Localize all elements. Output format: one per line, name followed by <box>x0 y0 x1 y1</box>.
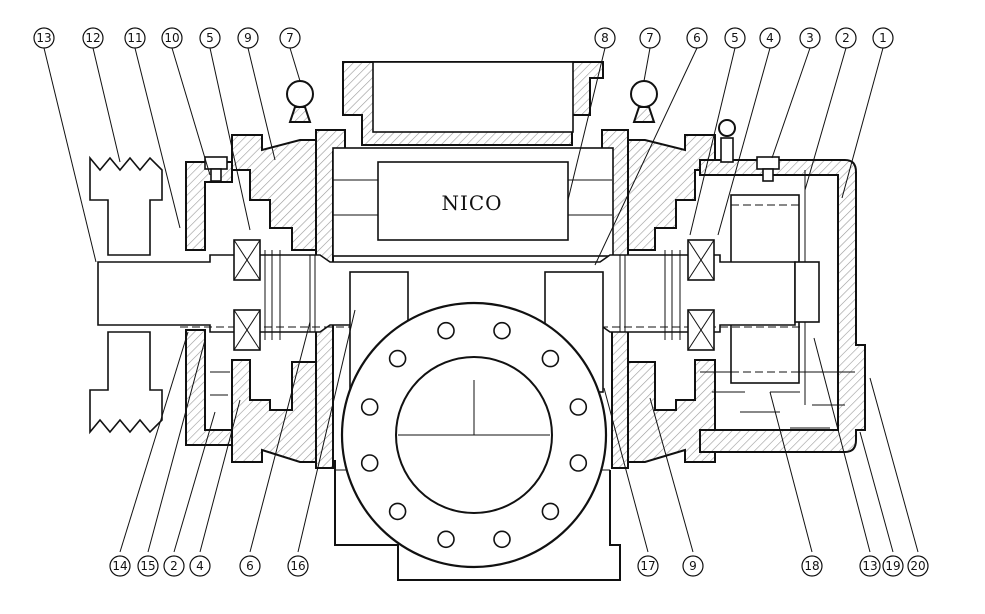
oil-plug-left <box>204 156 228 182</box>
svg-text:8: 8 <box>601 31 609 45</box>
bolt-hole <box>437 530 455 549</box>
callout-17-bottom: 17 <box>637 555 659 577</box>
callout-18-bottom: 18 <box>801 555 823 577</box>
leader-lines <box>43 47 919 553</box>
svg-text:17: 17 <box>640 559 655 573</box>
eye-bolt-small <box>718 119 736 163</box>
callouts-bottom: 14 15 2 4 6 16 17 9 18 13 19 20 <box>109 555 929 577</box>
outlet-flange <box>340 301 608 569</box>
svg-text:15: 15 <box>140 559 155 573</box>
svg-text:20: 20 <box>910 559 925 573</box>
callout-15-bottom: 15 <box>137 555 159 577</box>
brand-label: NICO <box>441 191 502 215</box>
callout-6-bottom: 6 <box>239 555 261 577</box>
left-end-cover <box>185 134 317 463</box>
bolt-hole <box>437 321 455 340</box>
callout-3-top: 3 <box>799 27 821 49</box>
bolt-hole <box>493 321 511 340</box>
svg-text:18: 18 <box>804 559 819 573</box>
svg-text:2: 2 <box>842 31 850 45</box>
svg-text:6: 6 <box>246 559 254 573</box>
right-end-cover <box>627 134 866 463</box>
callout-19-bottom: 19 <box>882 555 904 577</box>
svg-text:10: 10 <box>164 31 179 45</box>
callout-20-bottom: 20 <box>907 555 929 577</box>
svg-text:12: 12 <box>85 31 100 45</box>
callout-6-top: 6 <box>686 27 708 49</box>
svg-text:2: 2 <box>170 559 178 573</box>
svg-text:13: 13 <box>36 31 51 45</box>
bolt-hole <box>569 398 588 416</box>
callout-7-top-left: 7 <box>279 27 301 49</box>
callout-5-top-left: 5 <box>199 27 221 49</box>
callout-11-top: 11 <box>124 27 146 49</box>
eye-bolt-left <box>286 80 314 123</box>
svg-text:4: 4 <box>766 31 774 45</box>
svg-text:7: 7 <box>646 31 654 45</box>
callout-2-top: 2 <box>835 27 857 49</box>
callout-4-top: 4 <box>759 27 781 49</box>
oil-plug-right <box>756 156 780 182</box>
callout-16-bottom: 16 <box>287 555 309 577</box>
svg-text:5: 5 <box>206 31 214 45</box>
svg-text:9: 9 <box>689 559 697 573</box>
callout-5-top-right: 5 <box>724 27 746 49</box>
svg-text:19: 19 <box>885 559 900 573</box>
eye-bolt-right <box>630 80 658 123</box>
svg-text:5: 5 <box>731 31 739 45</box>
callout-10-top: 10 <box>161 27 183 49</box>
bolt-hole <box>541 349 560 368</box>
callout-12-top: 12 <box>82 27 104 49</box>
svg-text:11: 11 <box>127 31 142 45</box>
svg-text:14: 14 <box>112 559 127 573</box>
callout-4-bottom: 4 <box>189 555 211 577</box>
bolt-hole <box>388 502 407 521</box>
bolt-hole <box>569 454 588 472</box>
svg-text:9: 9 <box>244 31 252 45</box>
bolt-hole <box>360 454 379 472</box>
callout-13-bottom: 13 <box>859 555 881 577</box>
svg-text:7: 7 <box>286 31 294 45</box>
bolt-hole <box>360 398 379 416</box>
callout-1-top: 1 <box>872 27 894 49</box>
svg-text:3: 3 <box>806 31 814 45</box>
svg-text:6: 6 <box>693 31 701 45</box>
svg-text:1: 1 <box>879 31 887 45</box>
svg-text:13: 13 <box>862 559 877 573</box>
bearings-and-seals <box>233 239 715 351</box>
bolt-hole <box>493 530 511 549</box>
bolt-hole <box>541 502 560 521</box>
drive-pulley <box>89 155 163 435</box>
callout-9-top: 9 <box>237 27 259 49</box>
callouts-top: 13 12 11 10 5 9 7 8 7 6 5 4 3 2 1 <box>33 27 894 49</box>
callout-7-top-right: 7 <box>639 27 661 49</box>
svg-text:16: 16 <box>290 559 305 573</box>
svg-text:4: 4 <box>196 559 204 573</box>
bolt-hole <box>388 349 407 368</box>
callout-13-top: 13 <box>33 27 55 49</box>
flange-bolt-holes <box>360 321 588 549</box>
callout-8-top: 8 <box>594 27 616 49</box>
callout-2-bottom: 2 <box>163 555 185 577</box>
callout-14-bottom: 14 <box>109 555 131 577</box>
callout-9-bottom: 9 <box>682 555 704 577</box>
